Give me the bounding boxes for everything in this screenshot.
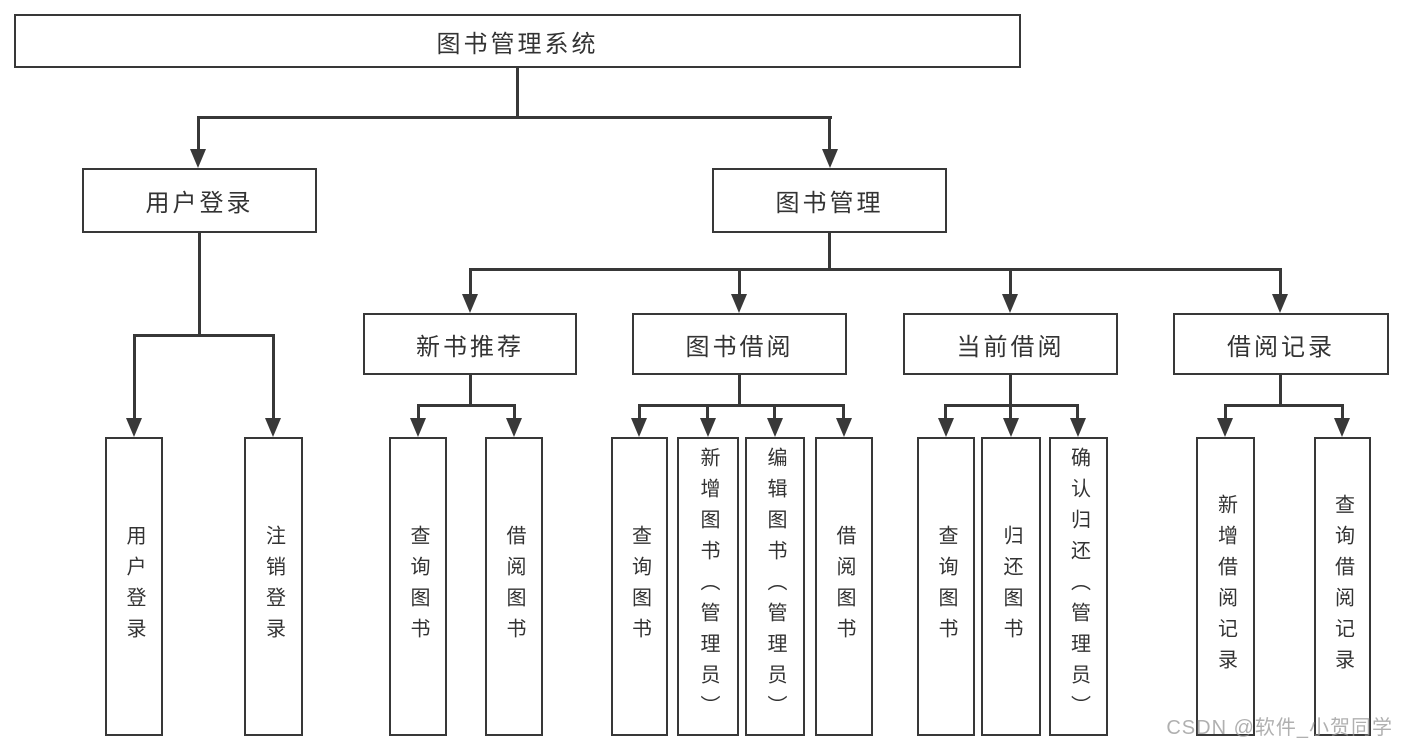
arrow-down-icon	[265, 418, 281, 437]
arrow-down-icon	[1217, 418, 1233, 437]
node-library-management-system: 图书管理系统	[14, 14, 1021, 68]
node-leaf-borrow-books: 借阅图书	[815, 437, 873, 736]
arrow-down-icon	[822, 149, 838, 168]
connector-books-stem-3	[1009, 268, 1012, 296]
node-label: 确认归还（管理员）	[1067, 447, 1090, 726]
arrow-down-icon	[506, 418, 522, 437]
connector-sectionB-stem-2	[706, 404, 709, 421]
connector-sectionC-vline	[1009, 375, 1012, 407]
arrow-down-icon	[1272, 294, 1288, 313]
node-current-borrowing: 当前借阅	[903, 313, 1118, 375]
connector-user-vline	[198, 233, 201, 337]
node-label: 借阅图书	[503, 524, 525, 649]
node-book-borrowing: 图书借阅	[632, 313, 847, 375]
arrow-down-icon	[938, 418, 954, 437]
connector-books-vline	[828, 233, 831, 271]
connector-sectionC-stem-2	[1009, 404, 1012, 421]
connector-sectionB-vline	[738, 375, 741, 407]
node-leaf-logout: 注销登录	[244, 437, 303, 736]
connector-books-stem-2	[738, 268, 741, 296]
arrow-down-icon	[700, 418, 716, 437]
arrow-down-icon	[410, 418, 426, 437]
csdn-watermark: CSDN @软件_小贺同学	[1166, 717, 1393, 739]
connector-user-stem-left	[133, 334, 136, 421]
node-label: 注销登录	[262, 524, 285, 649]
connector-sectionD-hline	[1224, 404, 1344, 407]
node-leaf-return-books: 归还图书	[981, 437, 1041, 736]
arrow-down-icon	[1334, 418, 1350, 437]
connector-sectionB-stem-1	[638, 404, 641, 421]
node-label: 新书推荐	[416, 333, 524, 361]
connector-sectionA-hline	[417, 404, 516, 407]
node-label: 新增借阅记录	[1214, 493, 1237, 680]
node-label: 查询图书	[407, 524, 429, 649]
node-label: 查询图书	[628, 524, 651, 649]
connector-sectionB-stem-3	[773, 404, 776, 421]
node-leaf-query-books-recommend: 查询图书	[389, 437, 447, 736]
arrow-down-icon	[767, 418, 783, 437]
connector-sectionC-hline	[945, 404, 1079, 407]
connector-sectionA-vline	[469, 375, 472, 407]
node-label: 归还图书	[1000, 524, 1022, 649]
node-leaf-query-books-current: 查询图书	[917, 437, 975, 736]
arrow-down-icon	[1002, 294, 1018, 313]
node-book-management: 图书管理	[712, 168, 947, 233]
connector-books-stem-4	[1279, 268, 1282, 296]
node-leaf-user-login: 用户登录	[105, 437, 163, 736]
node-leaf-query-borrow-record: 查询借阅记录	[1314, 437, 1371, 736]
node-leaf-query-books-borrowing: 查询图书	[611, 437, 668, 736]
node-leaf-confirm-return-admin: 确认归还（管理员）	[1049, 437, 1108, 736]
connector-sectionC-stem-3	[1076, 404, 1079, 421]
connector-sectionA-stem-2	[513, 404, 516, 421]
arrow-down-icon	[126, 418, 142, 437]
connector-sectionD-vline	[1279, 375, 1282, 407]
node-leaf-add-books-admin: 新增图书（管理员）	[677, 437, 739, 736]
connector-root-stem-left	[197, 116, 200, 152]
arrow-down-icon	[1070, 418, 1086, 437]
arrow-down-icon	[1003, 418, 1019, 437]
arrow-down-icon	[190, 149, 206, 168]
connector-user-stem-right	[272, 334, 275, 421]
connector-books-hline	[469, 268, 1282, 271]
connector-sectionD-stem-1	[1224, 404, 1227, 421]
node-label: 图书借阅	[685, 333, 794, 361]
node-label: 图书管理	[775, 190, 884, 217]
connector-root-vline	[516, 68, 519, 119]
node-label: 借阅记录	[1227, 333, 1335, 361]
connector-sectionD-stem-2	[1341, 404, 1344, 421]
node-label: 用户登录	[145, 190, 254, 217]
node-borrowing-records: 借阅记录	[1173, 313, 1389, 375]
connector-root-stem-right	[828, 116, 831, 152]
connector-sectionC-stem-1	[944, 404, 947, 421]
node-leaf-borrow-books-recommend: 借阅图书	[485, 437, 543, 736]
arrow-down-icon	[462, 294, 478, 313]
node-label: 图书管理系统	[436, 30, 599, 58]
connector-root-hline	[197, 116, 832, 119]
connector-user-hline	[133, 334, 275, 337]
node-leaf-add-borrow-record: 新增借阅记录	[1196, 437, 1255, 736]
arrow-down-icon	[836, 418, 852, 437]
node-new-book-recommendation: 新书推荐	[363, 313, 577, 375]
node-label: 借阅图书	[833, 524, 855, 649]
node-label: 新增图书（管理员）	[697, 447, 719, 726]
connector-sectionA-stem-1	[417, 404, 420, 421]
node-label: 编辑图书（管理员）	[764, 447, 786, 726]
node-leaf-edit-books-admin: 编辑图书（管理员）	[745, 437, 805, 736]
arrow-down-icon	[631, 418, 647, 437]
connector-sectionB-stem-4	[842, 404, 845, 421]
node-label: 查询借阅记录	[1331, 493, 1354, 680]
connector-books-stem-1	[469, 268, 472, 296]
node-label: 当前借阅	[956, 333, 1065, 361]
node-label: 用户登录	[123, 524, 145, 649]
arrow-down-icon	[731, 294, 747, 313]
node-user-login-group: 用户登录	[82, 168, 317, 233]
node-label: 查询图书	[935, 524, 957, 649]
connector-sectionB-hline	[638, 404, 845, 407]
